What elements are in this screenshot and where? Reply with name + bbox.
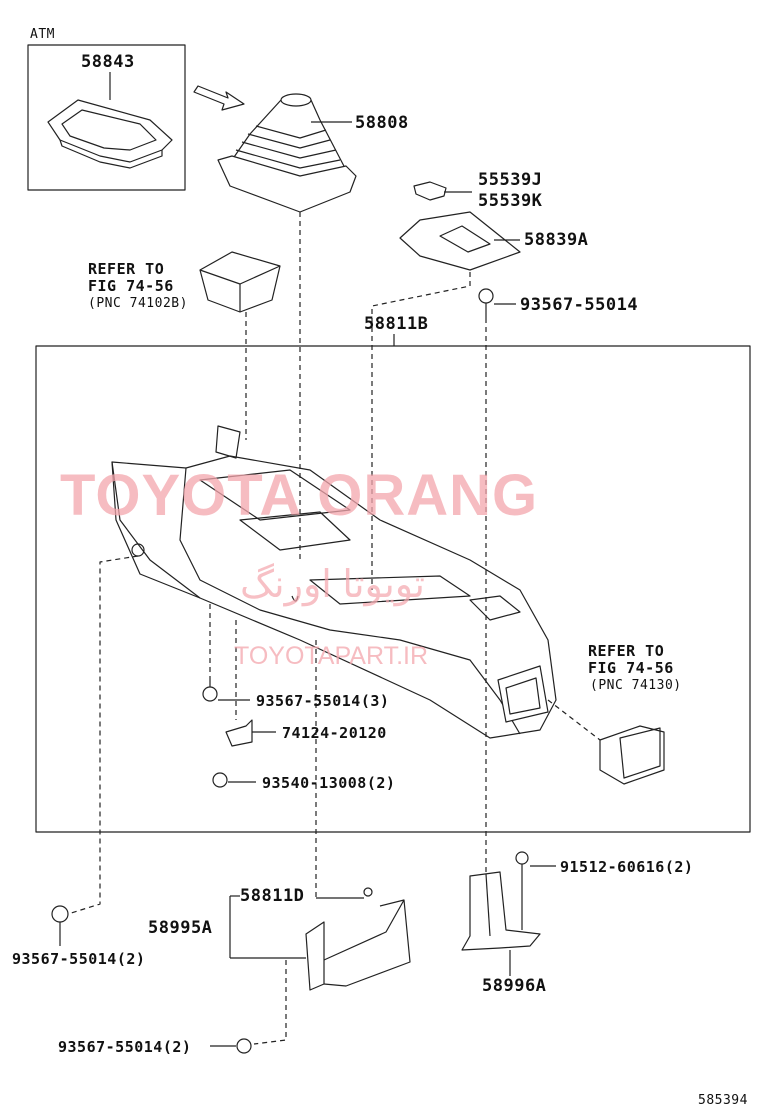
part-58996a-label: 58996A xyxy=(482,976,547,996)
bottom-screw-drawing xyxy=(210,1038,252,1054)
watermark-main: TOYOTA ORANG xyxy=(60,463,539,528)
ashtray-drawing xyxy=(199,251,281,313)
bolt-right-drawing xyxy=(515,851,556,930)
part-55539j-label: 55539J xyxy=(478,170,543,190)
part-58808-label: 58808 xyxy=(355,113,409,133)
part-58843-label: 58843 xyxy=(81,52,135,72)
refer-right-line2: FIG 74-56 xyxy=(588,659,674,677)
part-93567-top-label: 93567-55014 xyxy=(520,295,639,315)
part-93567-left-label: 93567-55014(2) xyxy=(12,950,146,968)
small-screw-drawing xyxy=(212,772,256,788)
refer-right-line1: REFER TO xyxy=(588,642,665,660)
right-bracket-drawing xyxy=(461,871,541,976)
part-58839a-label: 58839A xyxy=(524,230,589,250)
atm-inset-frame xyxy=(27,44,186,191)
part-58811b-label: 58811B xyxy=(364,314,429,334)
console-screw-drawing xyxy=(202,680,250,702)
part-58995a-label: 58995A xyxy=(148,918,213,938)
console-drawing xyxy=(111,425,557,739)
small-bracket-drawing xyxy=(225,719,276,747)
part-93567-3-label: 93567-55014(3) xyxy=(256,692,390,710)
console-frame xyxy=(35,345,751,833)
panel-drawing xyxy=(399,211,521,271)
shift-boot-drawing xyxy=(217,93,357,213)
part-58811d-label: 58811D xyxy=(240,886,305,906)
atm-label: ATM xyxy=(30,27,55,42)
refer-top-line1: REFER TO xyxy=(88,260,165,278)
trim-piece-drawing xyxy=(599,725,665,785)
refer-top-line3: (PNC 74102B) xyxy=(88,296,188,311)
watermark-url: TOYOTAPART.IR xyxy=(234,642,429,670)
part-55539k-label: 55539K xyxy=(478,191,543,211)
guide-lines xyxy=(67,212,601,1045)
part-74124-label: 74124-20120 xyxy=(282,724,387,742)
watermark-persian: تویوتا اورنگ xyxy=(240,564,425,606)
cap-drawing xyxy=(413,181,472,201)
refer-top-line2: FIG 74-56 xyxy=(88,277,174,295)
shift-bezel-drawing xyxy=(47,72,173,169)
part-91512-label: 91512-60616(2) xyxy=(560,858,694,876)
part-93540-label: 93540-13008(2) xyxy=(262,774,396,792)
arrow-icon xyxy=(193,85,245,111)
part-93567-bottom-label: 93567-55014(2) xyxy=(58,1038,192,1056)
figure-code: 585394 xyxy=(698,1093,748,1108)
screw-top-drawing xyxy=(478,288,516,318)
left-bracket-drawing xyxy=(305,887,411,991)
left-screw-drawing xyxy=(51,905,69,946)
refer-right-line3: (PNC 74130) xyxy=(590,678,682,693)
